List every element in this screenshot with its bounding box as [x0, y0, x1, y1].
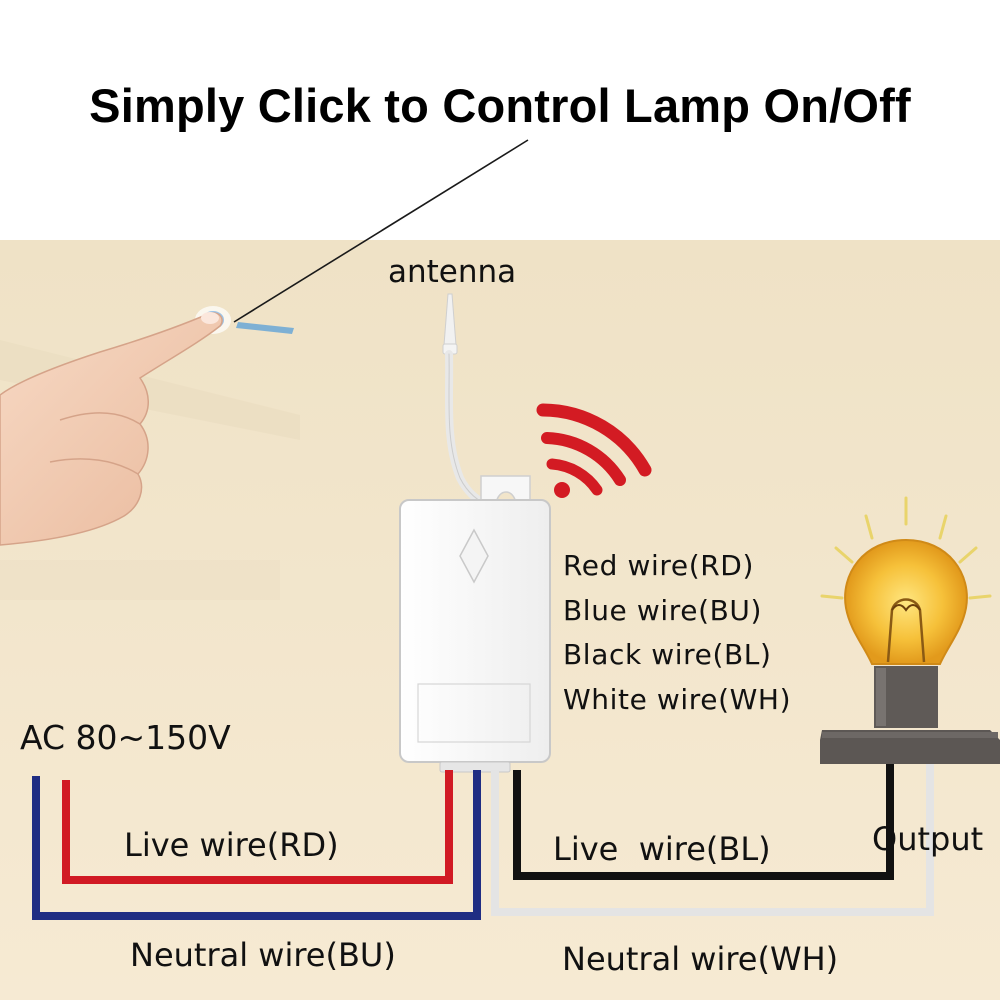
- wire-color-legend: Red wire(RD) Blue wire(BU) Black wire(BL…: [563, 544, 791, 722]
- headline: Simply Click to Control Lamp On/Off: [89, 79, 911, 132]
- live-output-wire-label: Live wire(BL): [553, 830, 771, 868]
- antenna-icon: [442, 293, 492, 510]
- neutral-output-wire-label: Neutral wire(WH): [562, 940, 839, 978]
- legend-item-blue: Blue wire(BU): [563, 593, 763, 627]
- supply-voltage-label: AC 80~150V: [20, 718, 231, 757]
- receiver-module-icon: [399, 475, 551, 773]
- legend-item-red: Red wire(RD): [563, 549, 754, 582]
- pointer-line: [233, 139, 529, 323]
- light-bulb-icon: [820, 496, 992, 665]
- wire-red: [62, 770, 453, 884]
- wire-white: [491, 762, 934, 916]
- legend-item-white: White wire(WH): [563, 682, 792, 716]
- neutral-input-wire-label: Neutral wire(BU): [130, 936, 396, 974]
- legend-item-black: Black wire(BL): [563, 638, 772, 671]
- lamp-socket-icon: [820, 666, 1000, 764]
- wire-blue: [32, 770, 481, 920]
- wireless-signal-icon: [536, 403, 652, 498]
- output-label: Output: [872, 820, 984, 858]
- antenna-label: antenna: [388, 254, 517, 290]
- hand-icon: [0, 312, 223, 546]
- wire-black: [513, 762, 894, 880]
- live-input-wire-label: Live wire(RD): [124, 826, 339, 864]
